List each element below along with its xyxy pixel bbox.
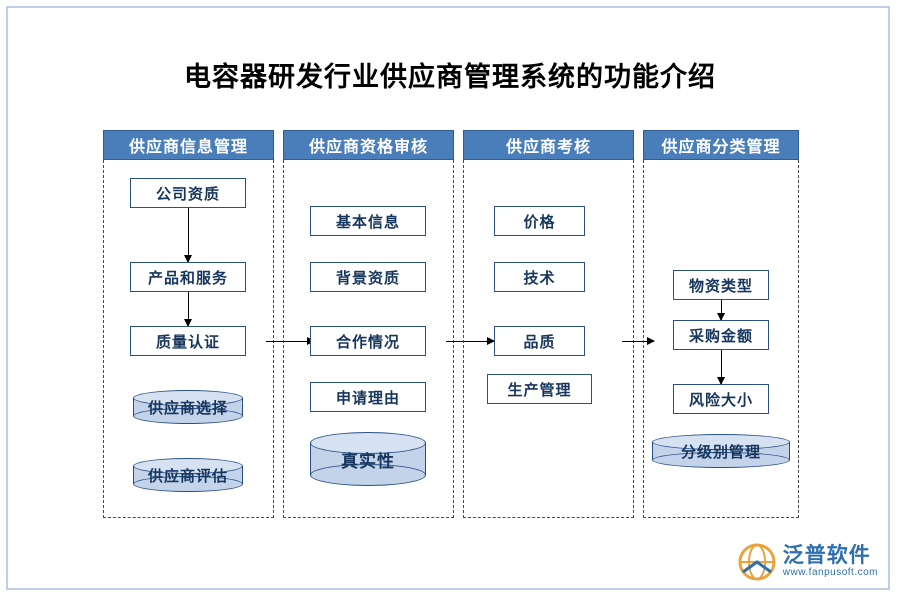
node-box-4-2: 采购金额 bbox=[673, 320, 769, 350]
node-label-1-4: 供应商选择 bbox=[147, 399, 228, 417]
cylinder-bottom bbox=[133, 408, 243, 424]
node-box-1-1: 公司资质 bbox=[130, 178, 246, 208]
page-title: 电容器研发行业供应商管理系统的功能介绍 bbox=[184, 62, 716, 92]
brand-name-cn: 泛普软件 bbox=[782, 544, 871, 567]
node-box-2-4: 申请理由 bbox=[310, 382, 426, 412]
brand-url: www.fanpusoft.com bbox=[782, 567, 878, 578]
node-cylinder-4-4: 分级别管理 bbox=[652, 434, 790, 468]
column-header-1: 供应商信息管理 bbox=[103, 130, 274, 160]
node-box-4-1: 物资类型 bbox=[673, 270, 769, 300]
node-box-2-1: 基本信息 bbox=[310, 206, 426, 236]
node-cylinder-2-5: 真实性 bbox=[310, 432, 426, 486]
cylinder-bottom bbox=[133, 476, 243, 492]
column-header-4: 供应商分类管理 bbox=[643, 130, 799, 160]
arrow-4-2 bbox=[717, 350, 725, 385]
arrow-col3-col4 bbox=[622, 337, 655, 345]
node-box-3-4: 生产管理 bbox=[487, 374, 592, 404]
arrow-1-2 bbox=[184, 292, 192, 327]
node-label-1-5: 供应商评估 bbox=[147, 467, 228, 485]
node-cylinder-1-4: 供应商选择 bbox=[133, 390, 243, 424]
brand-logo: 泛普软件 www.fanpusoft.com bbox=[737, 542, 878, 582]
cylinder-top bbox=[133, 458, 243, 474]
node-box-3-2: 技术 bbox=[494, 262, 585, 292]
node-label-4-4: 分级别管理 bbox=[680, 443, 761, 461]
arrow-1-1 bbox=[184, 208, 192, 263]
node-box-3-3: 品质 bbox=[494, 326, 585, 356]
arrow-4-1 bbox=[717, 300, 725, 321]
cylinder-bottom bbox=[652, 452, 790, 468]
page-border bbox=[6, 6, 890, 590]
node-cylinder-1-5: 供应商评估 bbox=[133, 458, 243, 492]
column-header-3: 供应商考核 bbox=[463, 130, 634, 160]
arrow-col2-col3 bbox=[446, 337, 495, 345]
cylinder-top bbox=[133, 390, 243, 406]
column-container-3 bbox=[463, 130, 634, 518]
node-box-1-2: 产品和服务 bbox=[130, 262, 246, 292]
node-box-3-1: 价格 bbox=[494, 206, 585, 236]
node-box-2-3: 合作情况 bbox=[310, 326, 426, 356]
cylinder-top bbox=[652, 434, 790, 450]
cylinder-bottom bbox=[310, 464, 426, 486]
node-box-2-2: 背景资质 bbox=[310, 262, 426, 292]
cylinder-top bbox=[310, 432, 426, 454]
node-box-4-3: 风险大小 bbox=[673, 384, 769, 414]
globe-icon bbox=[738, 543, 776, 581]
column-header-2: 供应商资格审核 bbox=[283, 130, 454, 160]
node-label-2-5: 真实性 bbox=[341, 451, 395, 471]
node-box-1-3: 质量认证 bbox=[130, 326, 246, 356]
